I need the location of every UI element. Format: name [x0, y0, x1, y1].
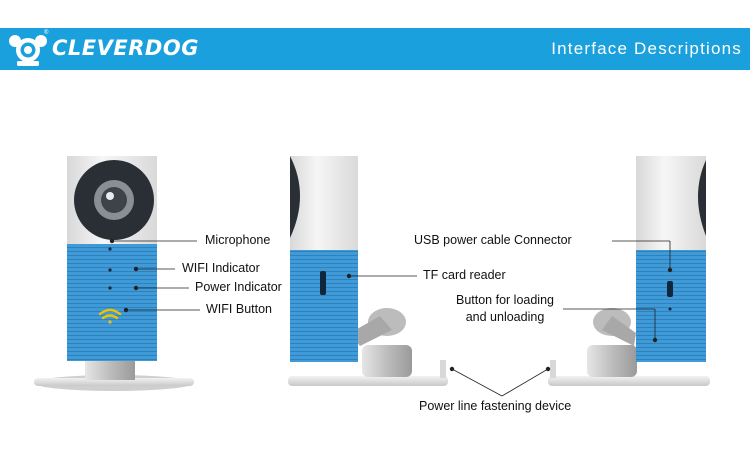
label-load-button-line1: Button for loading — [456, 293, 554, 307]
camera-front-view — [34, 156, 194, 391]
label-load-button: Button for loading and unloading — [448, 292, 562, 326]
camera-back-view — [548, 156, 710, 386]
label-power-indicator: Power Indicator — [195, 280, 282, 294]
label-wifi-button: WIFI Button — [206, 302, 272, 316]
brand-name: CLEVERDOG — [52, 36, 199, 60]
camera-side-view — [288, 156, 448, 386]
registered-mark: ® — [44, 30, 49, 36]
label-wifi-indicator: WIFI Indicator — [182, 261, 260, 275]
label-tf-card-reader: TF card reader — [423, 268, 506, 282]
dog-logo-icon — [9, 35, 47, 66]
label-usb-connector: USB power cable Connector — [414, 233, 572, 247]
label-microphone: Microphone — [205, 233, 271, 247]
leader-lines — [109, 238, 673, 397]
label-load-button-line2: and unloading — [465, 310, 545, 324]
page-title: Interface Descriptions — [551, 39, 742, 58]
wifi-icon — [98, 308, 122, 324]
header-bar: ® CLEVERDOG Interface Descriptions — [0, 28, 750, 70]
label-power-line-device: Power line fastening device — [419, 399, 572, 413]
